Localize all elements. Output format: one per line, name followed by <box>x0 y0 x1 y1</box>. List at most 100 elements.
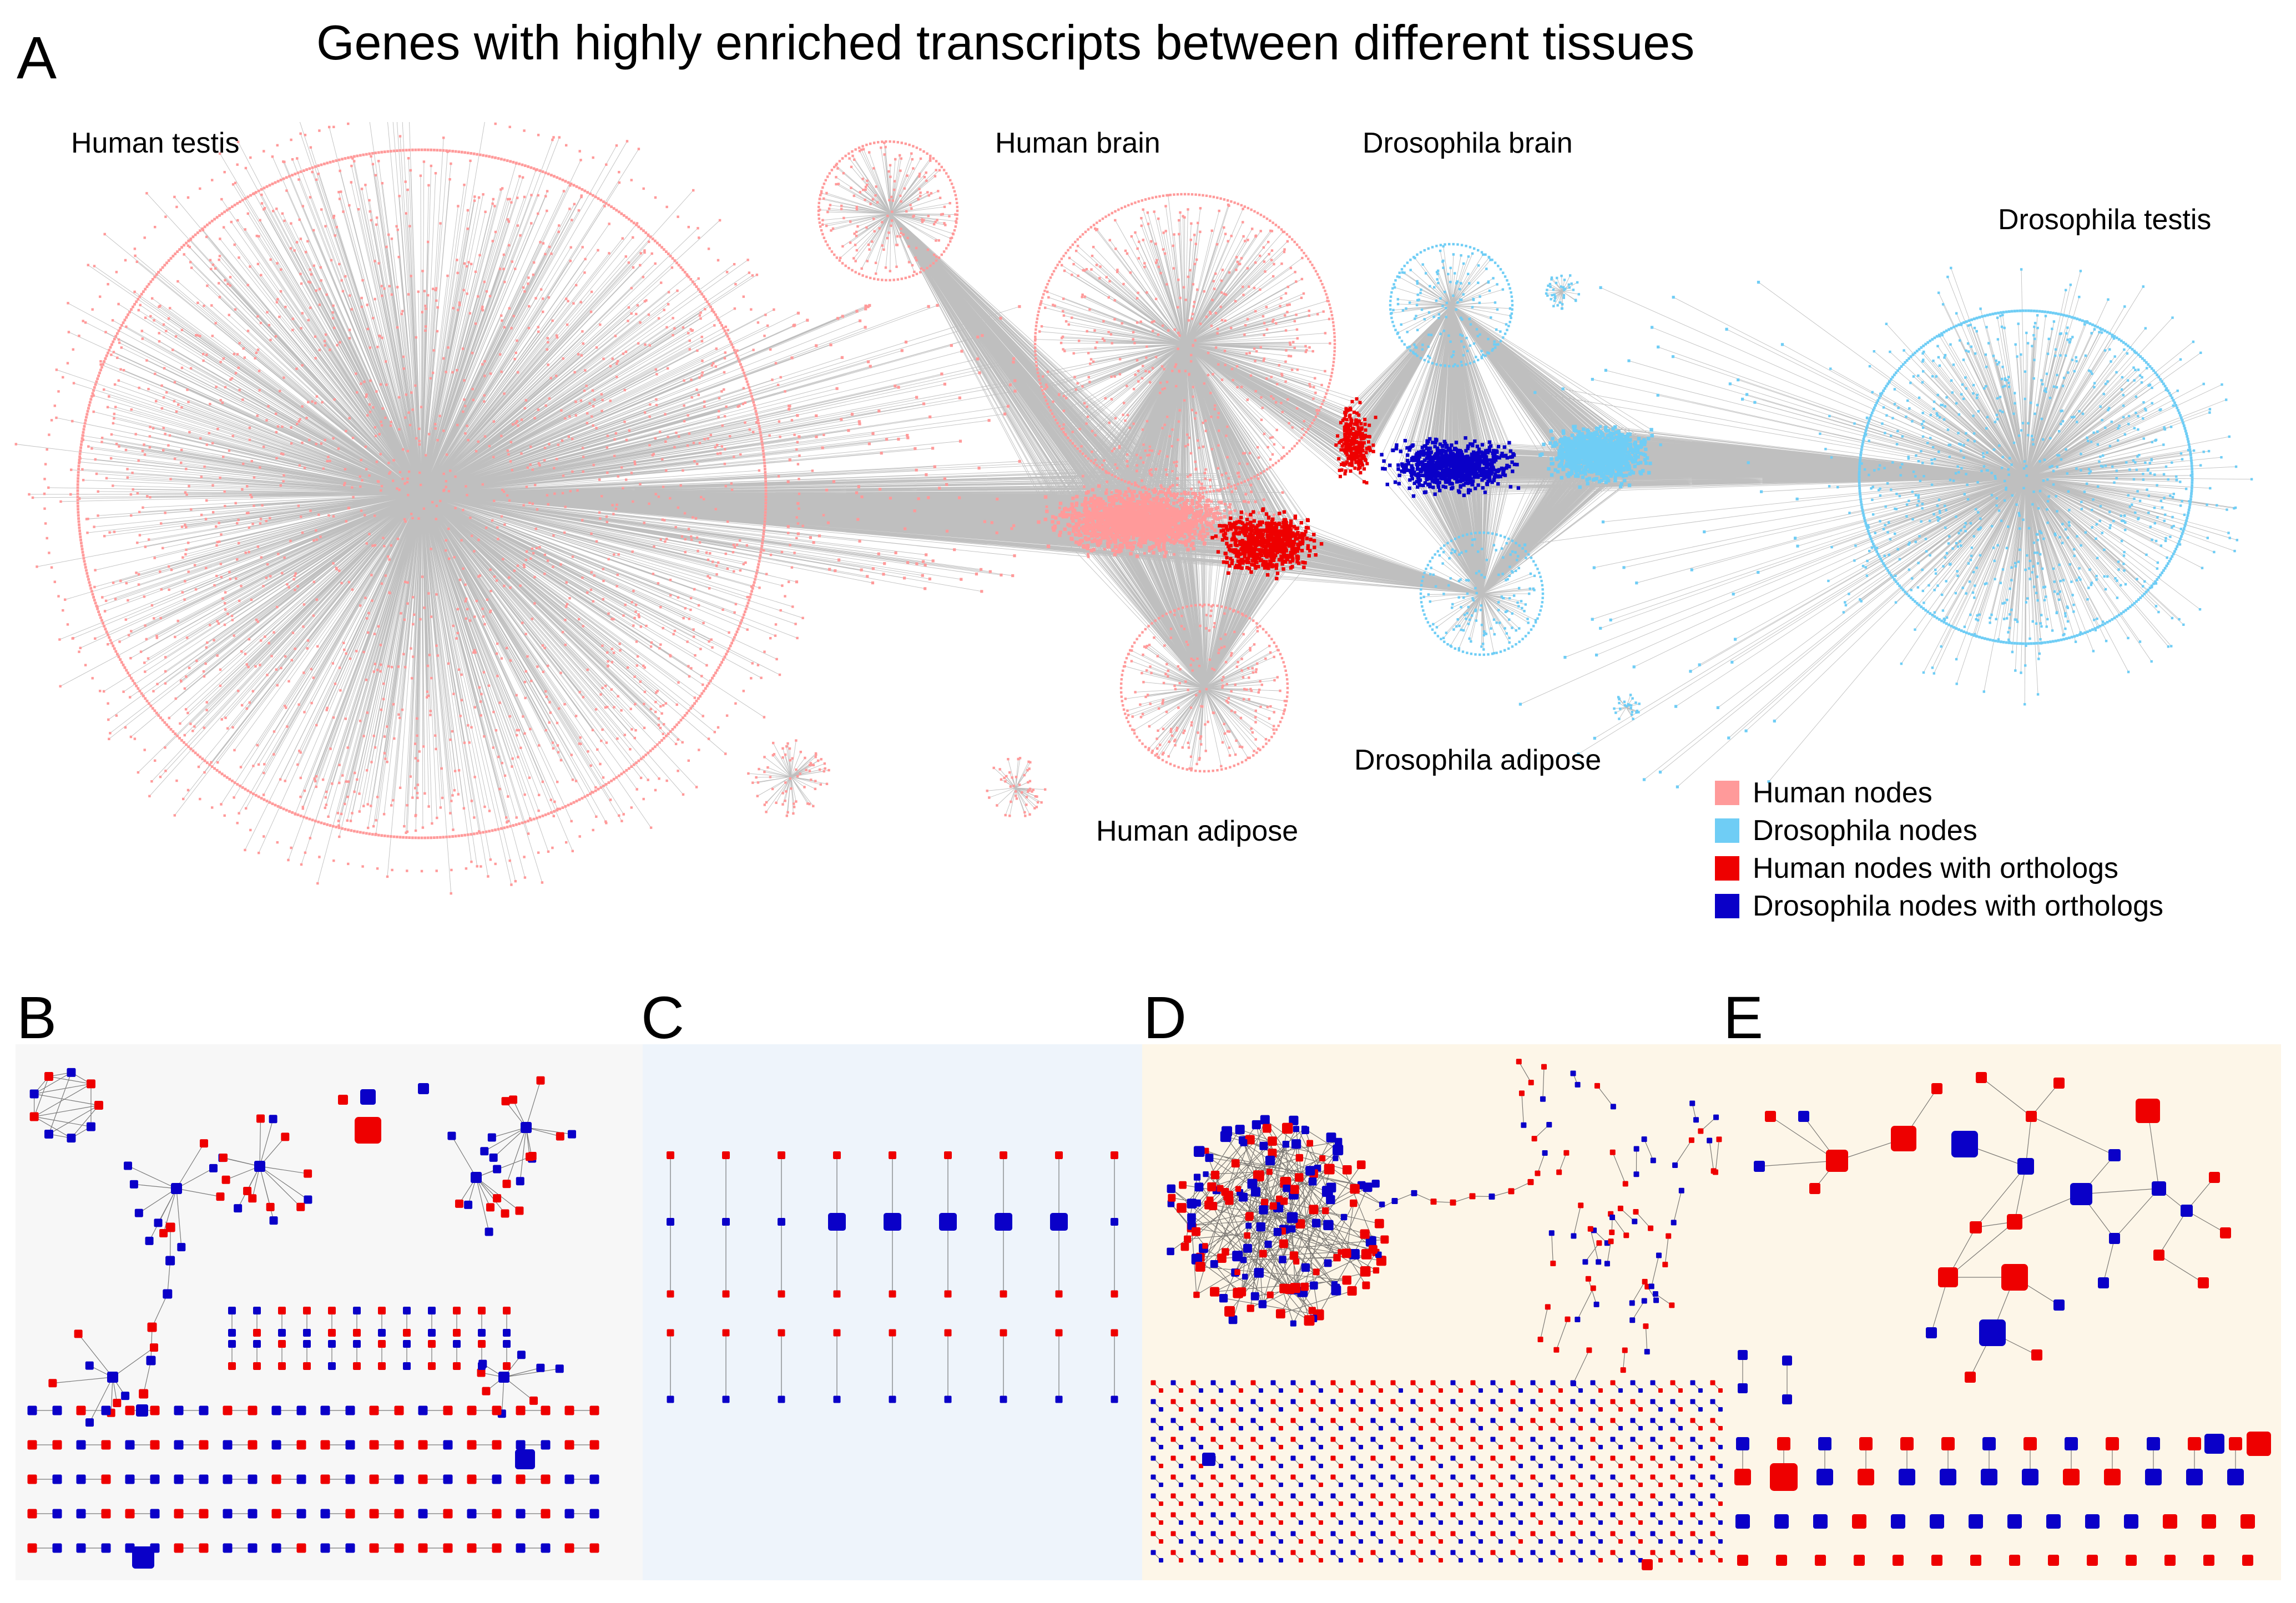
subnetwork-node <box>1587 1226 1593 1232</box>
subnetwork-node <box>1339 1520 1343 1525</box>
subnetwork-node <box>1618 1426 1623 1430</box>
subnetwork-node <box>1430 1437 1436 1442</box>
subnetwork-node <box>2053 1078 2065 1089</box>
subnetwork-node <box>2053 1299 2065 1311</box>
subnetwork-node <box>833 1329 841 1337</box>
subnetwork-node <box>278 1340 286 1348</box>
subnetwork-node <box>403 1340 411 1348</box>
subnetwork-node <box>1310 1380 1316 1385</box>
subnetwork-node <box>1179 1181 1187 1189</box>
subnetwork-node <box>1510 1493 1516 1499</box>
subnetwork-node <box>1279 1407 1283 1412</box>
subnetwork-node <box>76 1440 86 1450</box>
subnetwork-node <box>1399 1426 1403 1430</box>
subnetwork-node <box>1370 1493 1376 1499</box>
subnetwork-node <box>1301 1263 1310 1272</box>
subnetwork-node <box>1179 1483 1183 1487</box>
subnetwork-node <box>1179 1539 1183 1544</box>
subnetwork-node <box>1470 1512 1476 1518</box>
subnetwork-node <box>1150 1531 1156 1536</box>
subnetwork-node <box>1652 1291 1658 1297</box>
subnetwork-node <box>1299 1426 1303 1430</box>
subnetwork-node <box>1150 1493 1156 1499</box>
subnetwork-node <box>1111 1395 1118 1403</box>
subnetwork-node <box>722 1218 730 1226</box>
subnetwork-node <box>199 1543 209 1553</box>
subnetwork-node <box>1638 1388 1643 1393</box>
subnetwork-node <box>27 1474 37 1484</box>
subnetwork-node <box>304 1195 312 1204</box>
subnetwork-node <box>944 1395 952 1403</box>
subnetwork-node <box>67 1068 76 1077</box>
subnetwork-node <box>328 1340 336 1348</box>
subnetwork-node <box>1342 1165 1352 1175</box>
subnetwork-node <box>478 1307 486 1314</box>
subnetwork-node <box>1379 1445 1383 1449</box>
subnetwork-node <box>248 1543 258 1553</box>
subnetwork-node <box>1219 1483 1223 1487</box>
subnetwork-node <box>1678 1464 1683 1468</box>
subnetwork-node <box>1363 1182 1372 1192</box>
subnetwork-node <box>1399 1520 1403 1525</box>
subnetwork-node <box>515 1206 524 1215</box>
subnetwork-node <box>1279 1388 1283 1393</box>
subnetwork-node <box>2031 1349 2042 1361</box>
subnetwork-node <box>722 1290 730 1298</box>
subnetwork-node <box>1239 1539 1243 1544</box>
subnetwork-node <box>667 1290 674 1298</box>
subnetwork-node <box>1658 1558 1663 1562</box>
subnetwork-node <box>1570 1437 1576 1442</box>
subnetwork-node <box>443 1405 453 1415</box>
subnetwork-node <box>1350 1550 1356 1555</box>
subnetwork-node <box>1250 1531 1256 1536</box>
subnetwork-node <box>1578 1445 1583 1449</box>
subnetwork-node <box>1578 1483 1583 1487</box>
subnetwork-node <box>1518 1090 1525 1096</box>
subnetwork-node <box>124 1161 133 1170</box>
subnetwork-node <box>303 1362 311 1370</box>
subnetwork-node <box>199 1405 209 1415</box>
subnetwork-node <box>1590 1550 1596 1555</box>
subnetwork-node <box>1590 1531 1596 1536</box>
subnetwork-node <box>1270 1399 1276 1404</box>
subnetwork-node <box>1204 1200 1214 1210</box>
subnetwork-node <box>722 1395 730 1403</box>
subnetwork-node <box>150 1474 160 1484</box>
network-nodes <box>1210 507 1324 580</box>
subnetwork-node <box>1590 1437 1596 1442</box>
subnetwork-node <box>1563 1150 1570 1156</box>
subnetwork-node <box>1815 1555 1826 1566</box>
subnetwork-node <box>667 1218 674 1226</box>
subnetwork-node <box>52 1543 62 1553</box>
subnetwork-node <box>1270 1531 1276 1536</box>
subnetwork-node <box>136 1404 148 1417</box>
legend: Human nodes Drosophila nodes Human nodes… <box>1715 774 2163 925</box>
subnetwork-node <box>94 1101 103 1110</box>
subnetwork-node <box>1698 1501 1703 1506</box>
subnetwork-node <box>1179 1501 1183 1506</box>
subnetwork-node <box>889 1290 896 1298</box>
subnetwork-node <box>1570 1455 1576 1461</box>
subnetwork-node <box>1450 1380 1456 1385</box>
subnetwork-node <box>528 1151 537 1160</box>
subnetwork-node <box>1622 1181 1628 1187</box>
subnetwork-node <box>223 1509 233 1519</box>
subnetwork-node <box>2126 1555 2137 1566</box>
subnetwork-node <box>1270 1437 1276 1442</box>
subnetwork-node <box>1658 1445 1663 1449</box>
subnetwork-node <box>1641 1136 1647 1142</box>
subnetwork-node <box>1609 1229 1615 1235</box>
subnetwork-node <box>2070 1183 2092 1205</box>
subnetwork-node <box>1598 1483 1603 1487</box>
subnetwork-node <box>492 1440 502 1450</box>
subnetwork-node <box>1399 1558 1403 1562</box>
subnetwork-node <box>1207 1182 1217 1192</box>
subnetwork-node <box>1618 1501 1623 1506</box>
subnetwork-node <box>1310 1399 1316 1404</box>
subnetwork-node <box>1470 1380 1476 1385</box>
subnetwork-node <box>667 1395 674 1403</box>
subnetwork-node <box>1253 1170 1264 1182</box>
subnetwork-node <box>1718 1483 1723 1487</box>
subnetwork-node <box>147 1322 157 1332</box>
subnetwork-node <box>1374 1218 1384 1228</box>
